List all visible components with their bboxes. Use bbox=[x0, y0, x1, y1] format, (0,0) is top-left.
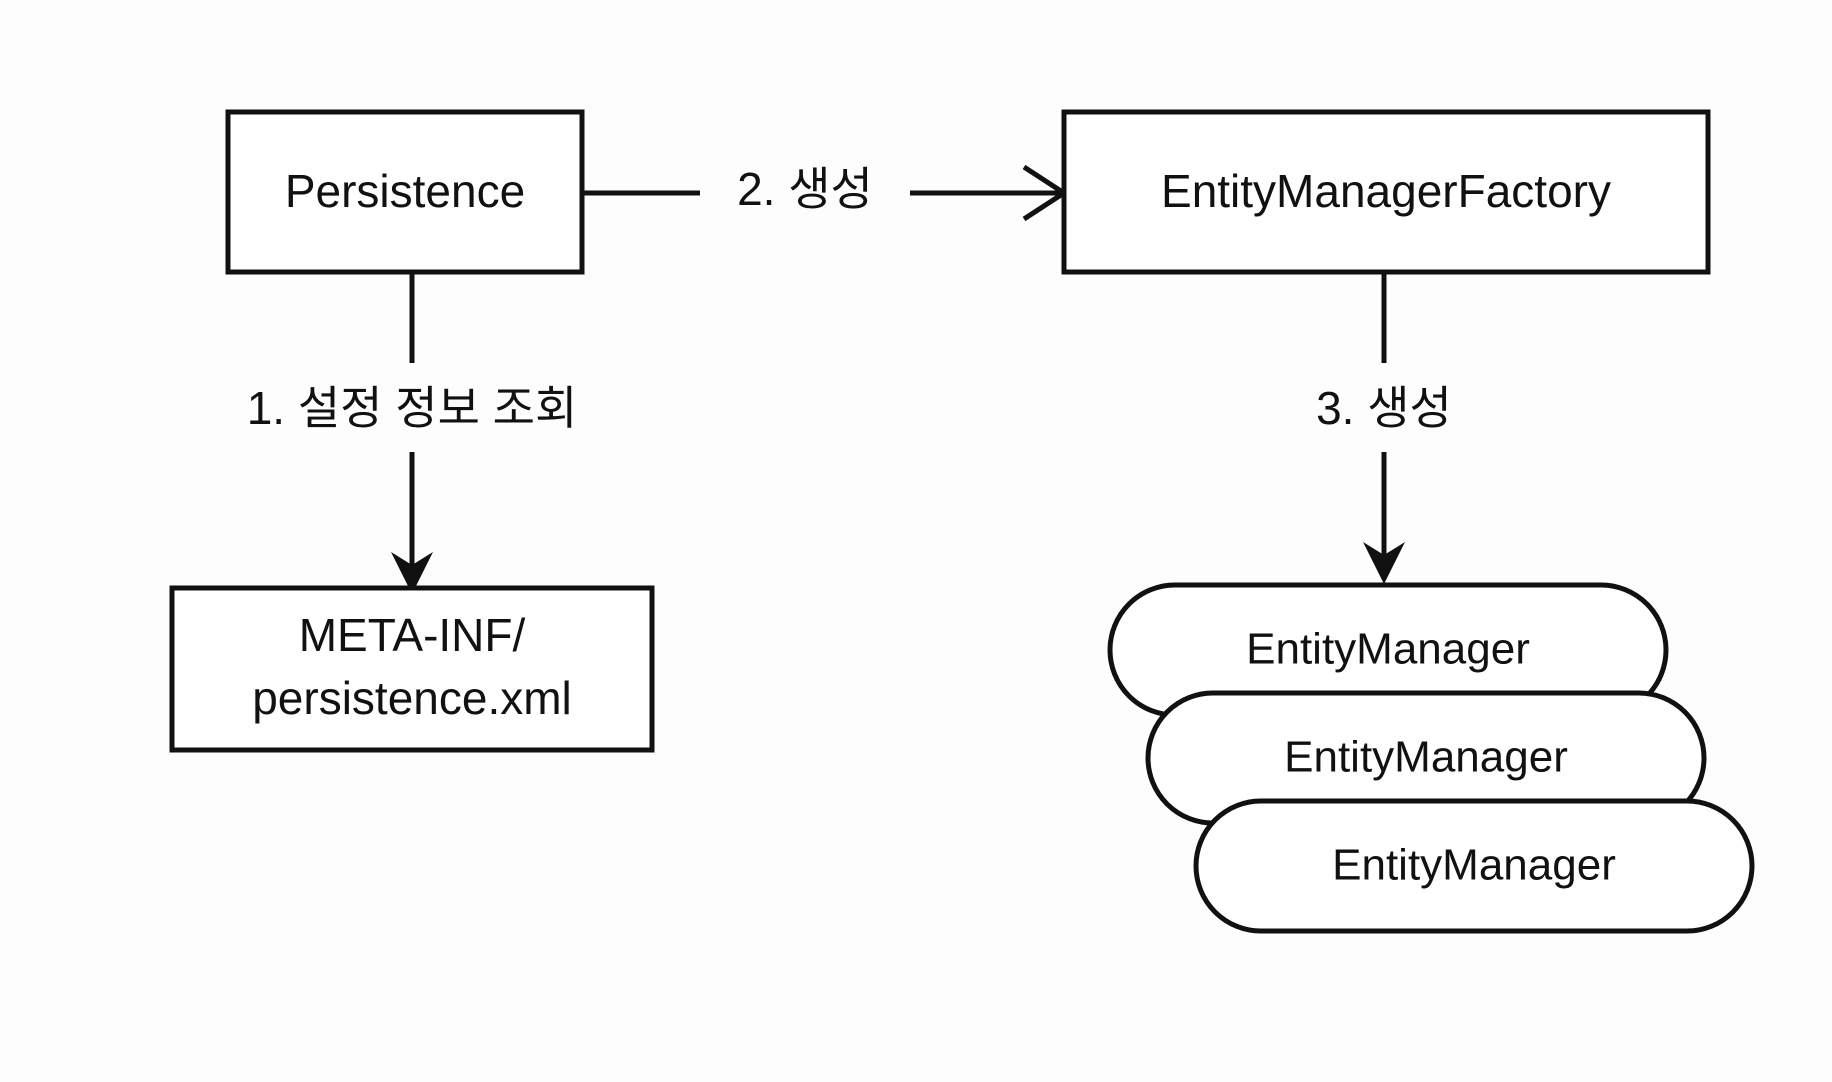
entity-manager-stack: EntityManager EntityManager EntityManage… bbox=[1107, 582, 1755, 934]
node-persistence-xml-box[interactable] bbox=[169, 585, 655, 753]
node-persistence-label: Persistence bbox=[285, 165, 525, 217]
node-entity-manager-3[interactable]: EntityManager bbox=[1193, 798, 1755, 934]
arrow-head-filled-icon bbox=[1363, 542, 1405, 584]
node-persistence-xml-label-line1: META-INF/ bbox=[299, 609, 526, 661]
node-persistence-xml-label-line2: persistence.xml bbox=[252, 672, 572, 724]
node-entity-manager-1-label: EntityManager bbox=[1246, 625, 1530, 674]
node-entity-manager-factory-label: EntityManagerFactory bbox=[1161, 165, 1611, 217]
edge-create-emf-label: 2. 생성 bbox=[737, 163, 873, 215]
node-entity-manager-1[interactable]: EntityManager bbox=[1107, 582, 1669, 718]
edge-create-em-label: 3. 생성 bbox=[1316, 382, 1452, 434]
node-entity-manager-factory-box[interactable] bbox=[1061, 109, 1711, 275]
arrow-head-filled-icon bbox=[391, 552, 433, 594]
node-entity-manager-2[interactable]: EntityManager bbox=[1145, 690, 1707, 826]
node-entity-manager-factory[interactable]: EntityManagerFactory bbox=[1061, 109, 1711, 275]
node-entity-manager-2-label: EntityManager bbox=[1284, 733, 1568, 782]
node-persistence-xml[interactable]: META-INF/ persistence.xml bbox=[169, 585, 655, 753]
node-entity-manager-3-label: EntityManager bbox=[1332, 841, 1616, 890]
edge-config-lookup-label: 1. 설정 정보 조회 bbox=[247, 382, 578, 434]
edge-create-em: 3. 생성 bbox=[1316, 272, 1452, 584]
edge-create-emf: 2. 생성 bbox=[582, 163, 1069, 222]
node-persistence-box[interactable] bbox=[225, 109, 585, 275]
edge-config-lookup: 1. 설정 정보 조회 bbox=[247, 272, 578, 594]
node-entity-manager-3-pill[interactable] bbox=[1193, 798, 1755, 934]
node-persistence[interactable]: Persistence bbox=[225, 109, 585, 275]
